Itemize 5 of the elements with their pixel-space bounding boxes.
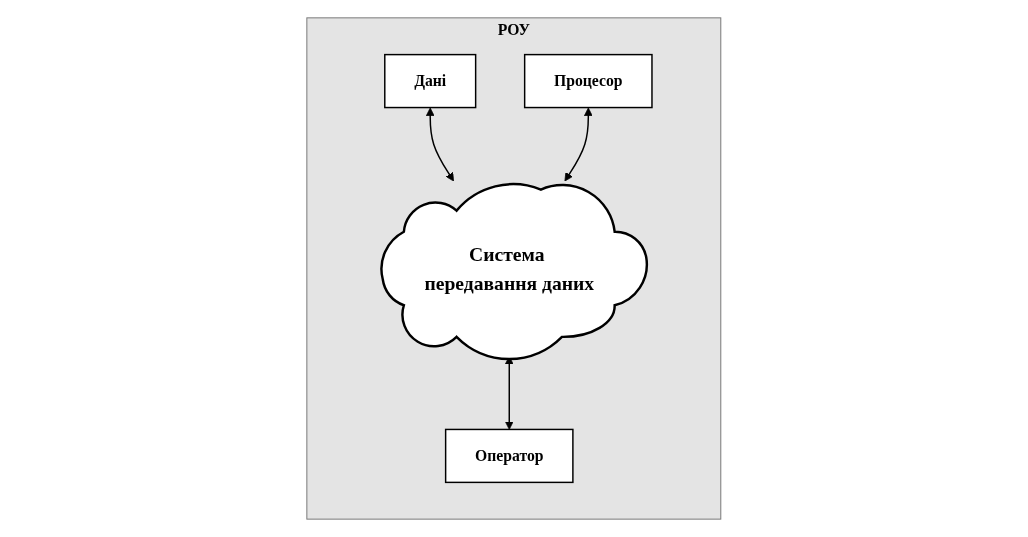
arrow xyxy=(564,107,593,182)
node-box: Оператор xyxy=(445,428,574,484)
node-box: Процесор xyxy=(524,53,653,109)
node-box: Дані xyxy=(384,53,477,109)
arrow xyxy=(426,107,455,182)
